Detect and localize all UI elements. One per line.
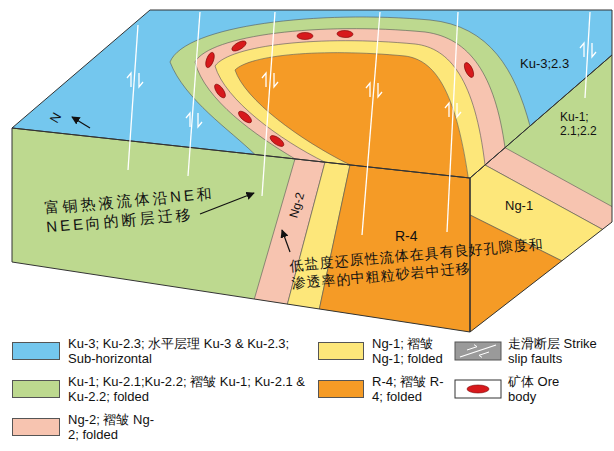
legend-symbols: [455, 342, 501, 398]
unit-label: R-4: [395, 228, 418, 245]
top-face: [0, 0, 614, 400]
unit-label: Ng-1: [505, 198, 533, 214]
block-outline: [12, 10, 612, 332]
leader-arrows: [72, 117, 290, 252]
legend-swatch: [12, 342, 60, 360]
legend-text: 矿体 Ore body: [508, 374, 568, 404]
legend-text: Ng-2; 褶皱 Ng-2; folded: [68, 412, 158, 442]
ore-bodies: [204, 30, 476, 148]
legend-text: R-4; 褶皱 R-4; folded: [372, 374, 447, 404]
legend-swatch: [12, 380, 60, 398]
legend-swatch: [318, 342, 364, 360]
legend-text: Ku-3; Ku-2.3; 水平层理 Ku-3 & Ku-2.3; Sub-ho…: [68, 336, 308, 366]
legend-text: Ng-1; 褶皱 Ng-1; folded: [372, 336, 457, 366]
legend-swatch: [12, 418, 60, 436]
right-face: [460, 40, 614, 420]
legend-swatch: [318, 380, 364, 398]
legend-text: Ku-1; Ku-2.1;Ku-2.2; 褶皱 Ku-1; Ku-2.1 & K…: [68, 374, 308, 404]
legend-text: 走滑断层 Strike slip faults: [508, 336, 606, 366]
unit-label: Ku-3;2.3: [520, 56, 569, 72]
unit-label: Ku-1; 2.1;2.2: [560, 110, 606, 139]
